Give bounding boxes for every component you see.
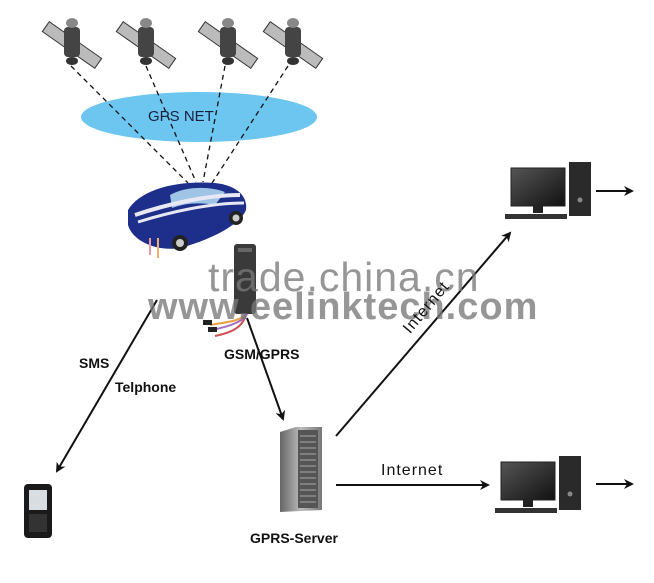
desktop-computer-icon [495, 456, 581, 513]
gps-tracker-device-icon [203, 244, 256, 337]
gprs-server-icon [280, 427, 322, 512]
satellite-icon [197, 18, 259, 69]
gprs-server-label: GPRS-Server [250, 530, 338, 546]
watermark-eelinktech: www.eelinktech.com [148, 286, 539, 328]
watermark-trade-china: trade.china.cn [208, 254, 480, 300]
satellite-icon [262, 18, 324, 69]
satellite-signal-lines [70, 65, 289, 184]
car-to-phone-arrow [55, 299, 158, 473]
gps-net-label: GPS NET [148, 108, 214, 125]
satellite-icon [115, 18, 177, 69]
internet-horizontal-label: Internet [381, 462, 444, 479]
sms-label: SMS [79, 355, 110, 371]
desktop-computer-icon [505, 162, 591, 219]
device-to-server-arrow [246, 317, 286, 421]
gsm-gprs-label: GSM/GPRS [224, 346, 300, 362]
satellite-icon [41, 18, 103, 69]
car-icon [128, 182, 247, 258]
mobile-phone-icon [24, 484, 52, 538]
telephone-label: Telphone [115, 379, 177, 395]
gps-net-ellipse [81, 92, 317, 142]
server-to-pc-top-arrow [335, 231, 512, 437]
